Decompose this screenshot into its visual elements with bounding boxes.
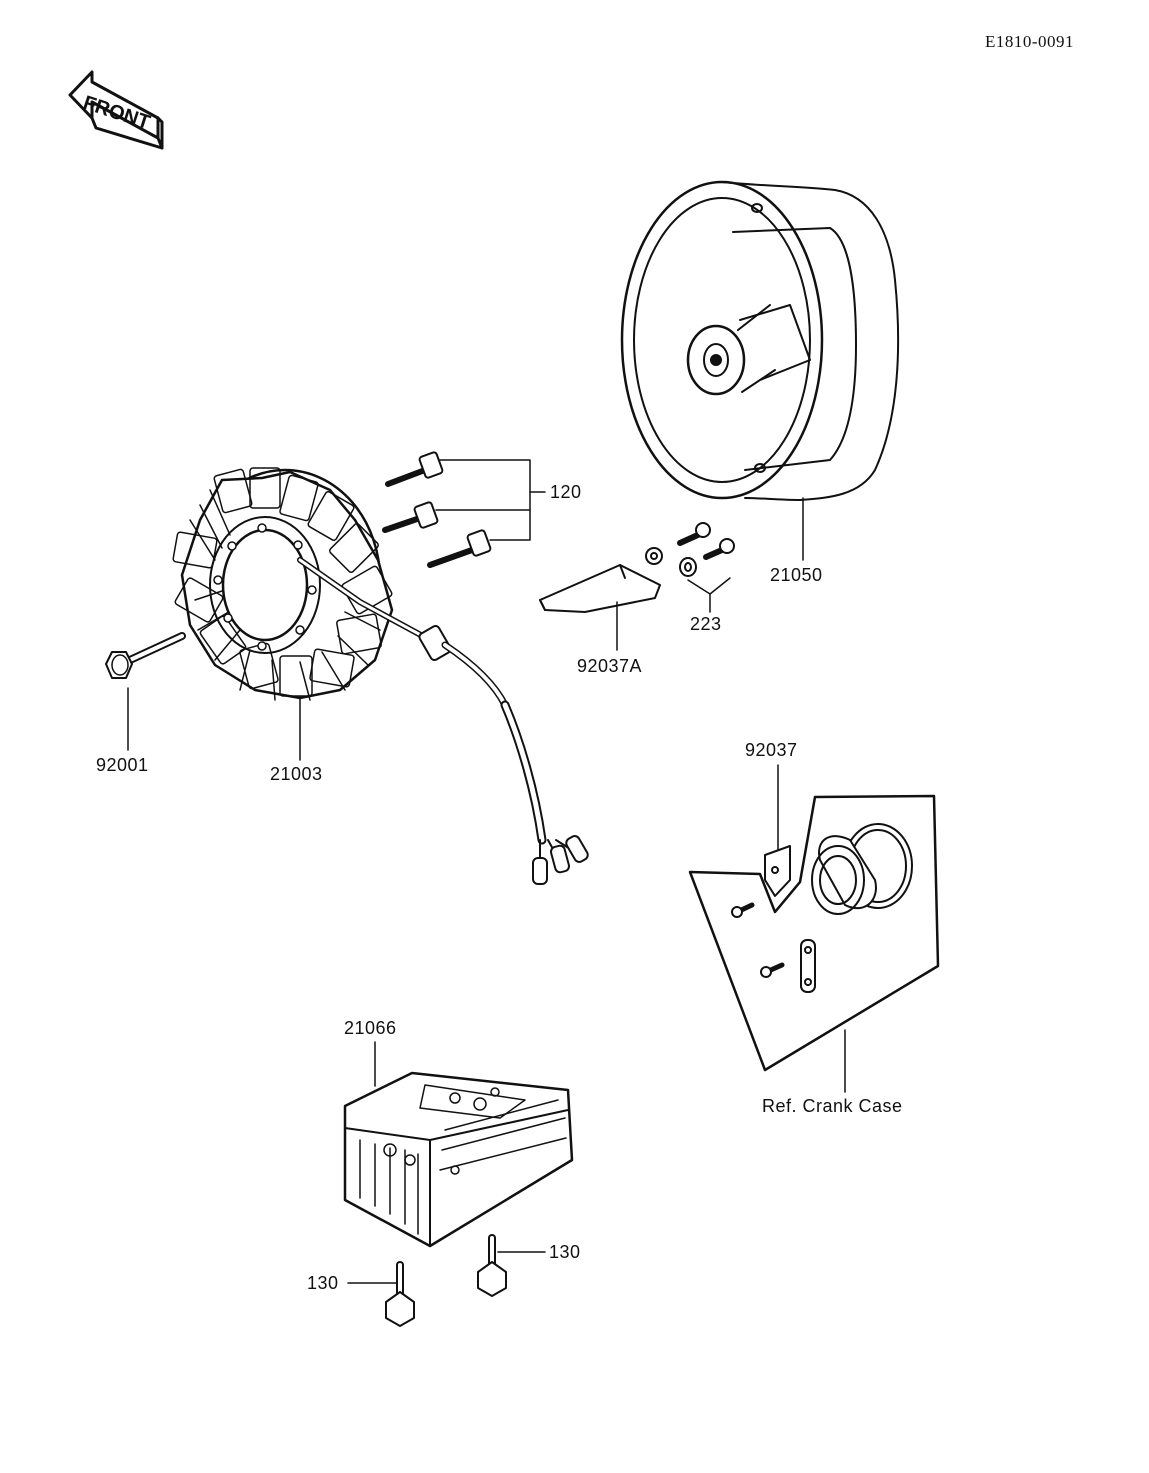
ref-crank-case-label: Ref. Crank Case — [762, 1096, 903, 1116]
callout-21066: 21066 — [344, 1018, 397, 1038]
callout-21050: 21050 — [770, 565, 823, 585]
bolt-icon — [427, 529, 492, 568]
wire-harness — [297, 557, 589, 885]
bolt-130-left-icon — [385, 1261, 415, 1327]
callout-21003: 21003 — [270, 764, 323, 784]
bolt-130-right-icon — [477, 1234, 507, 1297]
callout-223: 223 — [690, 614, 722, 634]
callout-120: 120 — [550, 482, 582, 502]
bolt-icon — [382, 501, 439, 533]
stator-coil — [172, 467, 394, 701]
bolt-icon — [385, 451, 444, 487]
callout-92037A: 92037A — [577, 656, 643, 676]
bolt-92001-icon — [105, 632, 186, 679]
pickup-plate — [539, 547, 663, 613]
regulator-rectifier — [343, 1071, 574, 1248]
callout-92001: 92001 — [96, 755, 149, 775]
callout-130-left: 130 — [307, 1273, 339, 1293]
flywheel-rotor — [620, 180, 900, 501]
crank-case-cover — [688, 794, 940, 1072]
callout-130-right: 130 — [549, 1242, 581, 1262]
callout-92037: 92037 — [745, 740, 798, 760]
screw-223-group — [677, 522, 735, 577]
diagram-code: E1810-0091 — [985, 32, 1075, 51]
bolt-120-group — [382, 451, 492, 568]
front-arrow-icon: FRONT — [68, 70, 164, 150]
